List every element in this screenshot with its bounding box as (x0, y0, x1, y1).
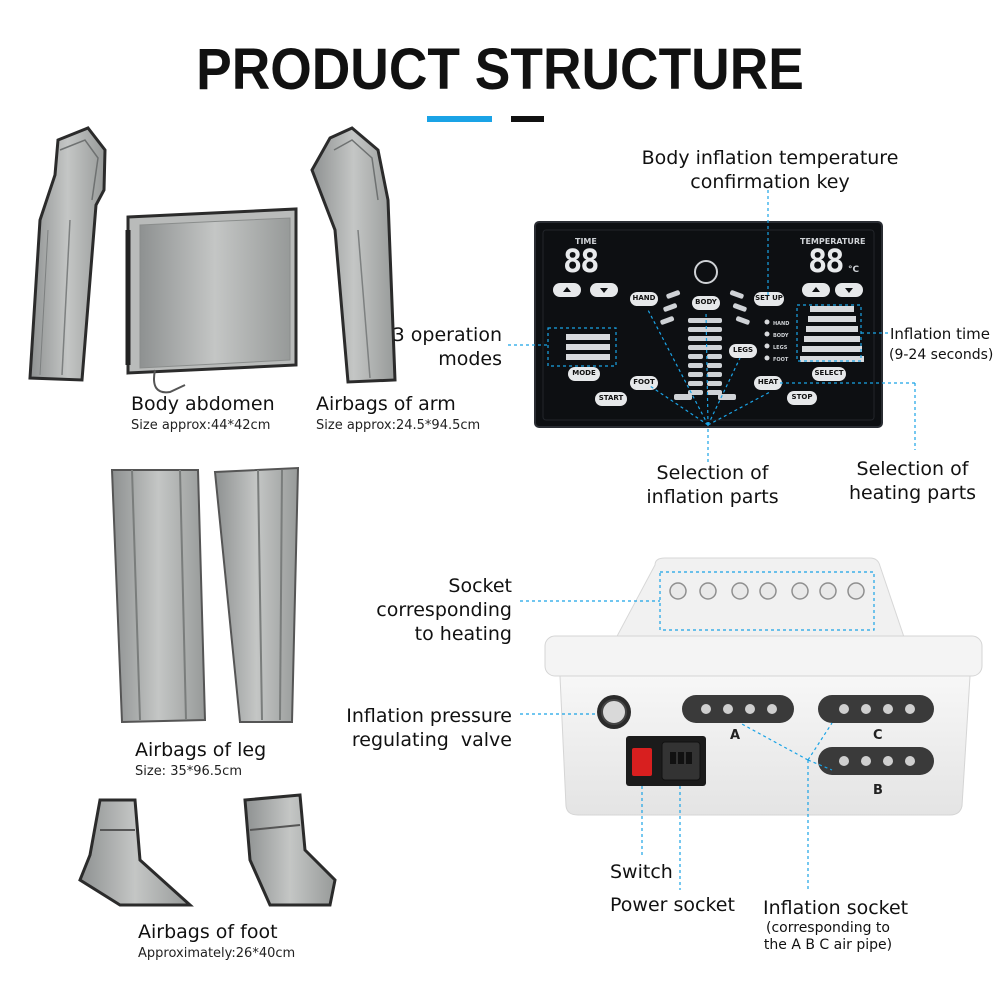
arm-caption: Airbags of arm (316, 393, 456, 415)
air-port-b (818, 747, 934, 775)
panel-arrows (563, 287, 853, 293)
panel-temp-label: TEMPERATURE (800, 237, 866, 246)
inflation-time-label: Inflation time (890, 325, 990, 343)
indicator-legs: LEGS (773, 345, 788, 351)
air-port-a (682, 695, 794, 723)
leg-airbag-left (110, 469, 207, 724)
pressure-valve-label: Inflation pressure regulating valve (346, 705, 512, 751)
air-port-c (818, 695, 934, 723)
panel-temp-display: 88 (808, 242, 845, 280)
indicator-labels: HAND BODY LEGS FOOT (773, 318, 789, 366)
inflation-parts-label: Selection of inflation parts (646, 462, 779, 508)
inflation-time-range: (9-24 seconds) (889, 347, 994, 363)
pressure-knob (597, 695, 631, 729)
inflation-socket-note: (corresponding to the A B C air pipe) (763, 920, 893, 953)
arm-airbag-right (310, 126, 397, 384)
indicator-foot: FOOT (773, 357, 789, 363)
power-socket-label: Power socket (610, 894, 735, 916)
indicator-body: BODY (773, 333, 789, 339)
inflation-socket-label: Inflation socket (763, 897, 909, 919)
leg-caption: Airbags of leg (135, 739, 267, 761)
foot-size: Approximately:26*40cm (138, 946, 296, 961)
foot-caption: Airbags of foot (138, 921, 278, 943)
mode-bars (566, 334, 610, 360)
control-panel (534, 221, 883, 428)
switch-label: Switch (610, 861, 673, 883)
socket-heating-label: Socket corresponding to heating (376, 575, 512, 645)
setup-button[interactable]: SET UP (755, 294, 783, 302)
operation-modes-label: 3 operation modes (392, 324, 502, 370)
callout-lines (508, 190, 916, 890)
time-level-bars (800, 306, 864, 362)
port-c-label: C (873, 728, 883, 743)
abdomen-airbag (125, 207, 298, 394)
start-button[interactable]: START (598, 394, 624, 402)
heating-sockets (669, 582, 865, 600)
stop-button[interactable]: STOP (791, 393, 813, 401)
heating-parts-label: Selection of heating parts (848, 458, 977, 504)
leg-size: Size: 35*96.5cm (135, 764, 242, 779)
body-figure-icon (660, 260, 750, 400)
indicator-dots (764, 319, 770, 361)
heat-button[interactable]: HEAT (757, 378, 779, 386)
abdomen-caption: Body abdomen (131, 393, 275, 415)
panel-time-display: 88 (563, 242, 600, 280)
mode-button[interactable]: MODE (572, 369, 596, 377)
panel-time-label: TIME (575, 237, 597, 246)
arm-airbag-left (28, 126, 107, 382)
foot-airbag-right (243, 793, 337, 907)
title-accent-bar-black (511, 116, 544, 122)
body-button[interactable]: BODY (695, 298, 717, 306)
leg-airbag-right (213, 466, 300, 723)
legs-button[interactable]: LEGS (732, 346, 754, 354)
port-a-label: A (730, 728, 741, 743)
foot-button[interactable]: FOOT (633, 378, 655, 386)
panel-temp-unit: °C (848, 265, 860, 275)
arm-size: Size approx:24.5*94.5cm (316, 418, 481, 433)
port-b-label: B (873, 783, 883, 798)
confirm-key-label: Body inflation temperature confirmation … (641, 147, 899, 193)
title-accent-bar-blue (427, 116, 492, 122)
abdomen-size: Size approx:44*42cm (131, 418, 271, 433)
foot-airbag-left (78, 798, 194, 907)
indicator-hand: HAND (773, 321, 790, 327)
power-module (626, 736, 706, 786)
page-title: PRODUCT STRUCTURE (196, 37, 804, 102)
select-button[interactable]: SELECT (814, 369, 844, 377)
panel-buttons (553, 283, 863, 406)
hand-button[interactable]: HAND (632, 294, 656, 302)
